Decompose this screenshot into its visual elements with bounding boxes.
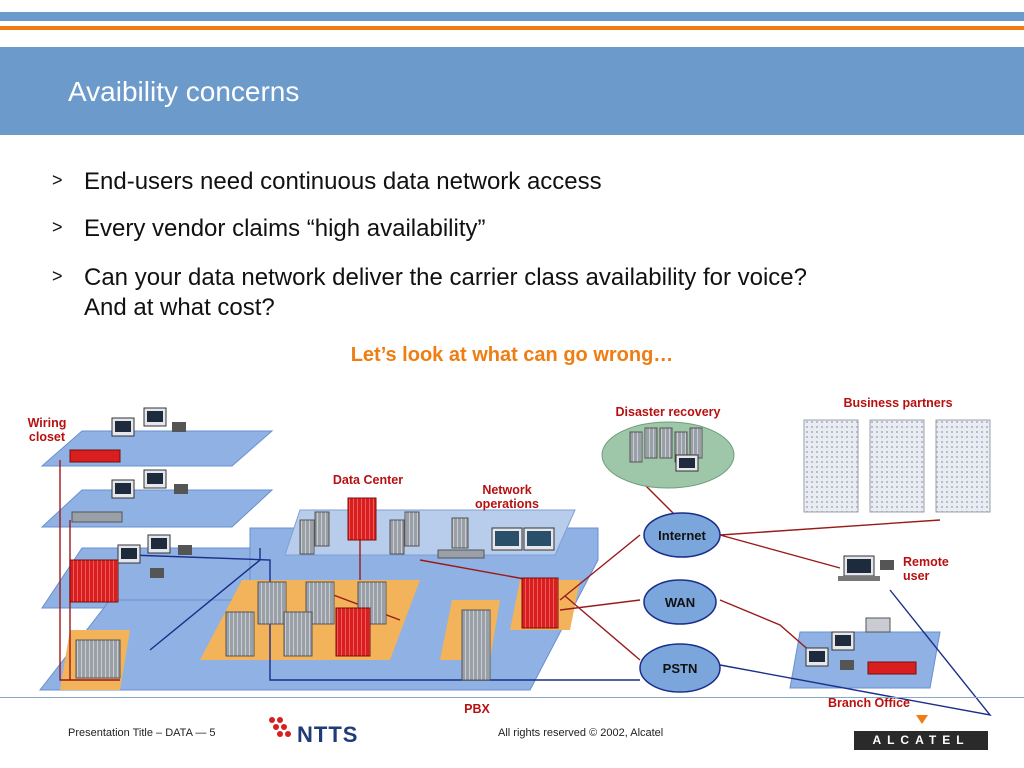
closet-router-1 [69,449,121,463]
bullet-marker: > [52,170,63,190]
bullet-text-line-2: And at what cost? [84,294,275,321]
disaster-recovery-site [601,421,735,489]
bullet-text: End-users need continuous data network a… [84,168,602,195]
top-stripe-blue [0,12,1024,21]
top-stripe-orange [0,26,1024,30]
label-remote-user: Remote user [903,555,963,583]
label-pstn: PSTN [662,661,698,676]
slide-title: Avaibility concerns [68,76,300,107]
network-operations-devices [437,517,555,559]
bullet-marker: > [52,266,63,286]
closet-chassis-red [69,559,119,603]
business-partner-servers [803,419,991,513]
label-branch-office: Branch Office [828,696,910,710]
orange-marker [916,715,928,724]
footer-presentation-title: Presentation Title – DATA — 5 [68,727,216,739]
closet-workstations [111,407,192,578]
remote-user-laptop [838,555,894,581]
footer-line [0,697,1024,698]
alcatel-logo-text: ALCATEL [872,733,970,747]
label-pbx: PBX [464,702,490,716]
title-band [0,47,1024,135]
label-network-operations: Network operations [462,483,552,511]
label-line: user [903,569,930,583]
label-wiring-closet: Wiring closet [18,416,76,444]
data-center-racks [299,497,420,555]
label-line: closet [28,430,66,444]
label-line: Wiring [27,416,67,430]
ntts-logo-text: NTTS [297,722,359,747]
bullet-marker: > [52,217,63,237]
alcatel-logo [854,731,988,750]
core-switches [225,577,559,657]
label-line: Network [482,483,532,497]
label-wan: WAN [664,595,696,610]
pbx-cabinet [461,609,491,681]
label-disaster-recovery: Disaster recovery [615,405,721,419]
closet-switch-2 [71,511,123,523]
bullet-text-line-1: Can your data network deliver the carrie… [84,264,807,291]
label-internet: Internet [658,528,706,543]
label-line: Remote [903,555,949,569]
branch-office-devices [805,617,917,675]
pstn-cloud [639,643,721,693]
footer-copyright: All rights reserved © 2002, Alcatel [498,727,664,739]
ntts-logo-icon [269,717,291,737]
label-data-center: Data Center [332,473,404,487]
closet-chassis-grey [75,639,121,679]
internet-cloud [643,512,721,558]
bullet-text: Every vendor claims “high availability” [84,215,486,242]
label-line: operations [475,497,539,511]
label-business-partners: Business partners [843,396,953,410]
wan-cloud [643,579,717,625]
callout-text: Let’s look at what can go wrong… [350,344,674,366]
